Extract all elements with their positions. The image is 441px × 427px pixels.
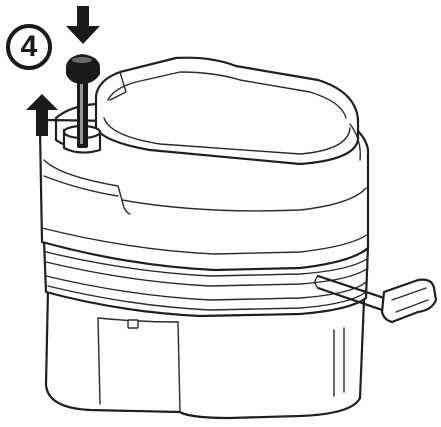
arrow-up-icon (26, 94, 58, 136)
waste-tank (44, 288, 366, 420)
arrow-down-icon (66, 6, 100, 44)
step-number-badge: 4 (6, 24, 52, 70)
step-number: 4 (20, 30, 38, 63)
discharge-lever (314, 274, 438, 324)
pressure-pump (62, 54, 102, 154)
toilet-lid (54, 56, 361, 166)
